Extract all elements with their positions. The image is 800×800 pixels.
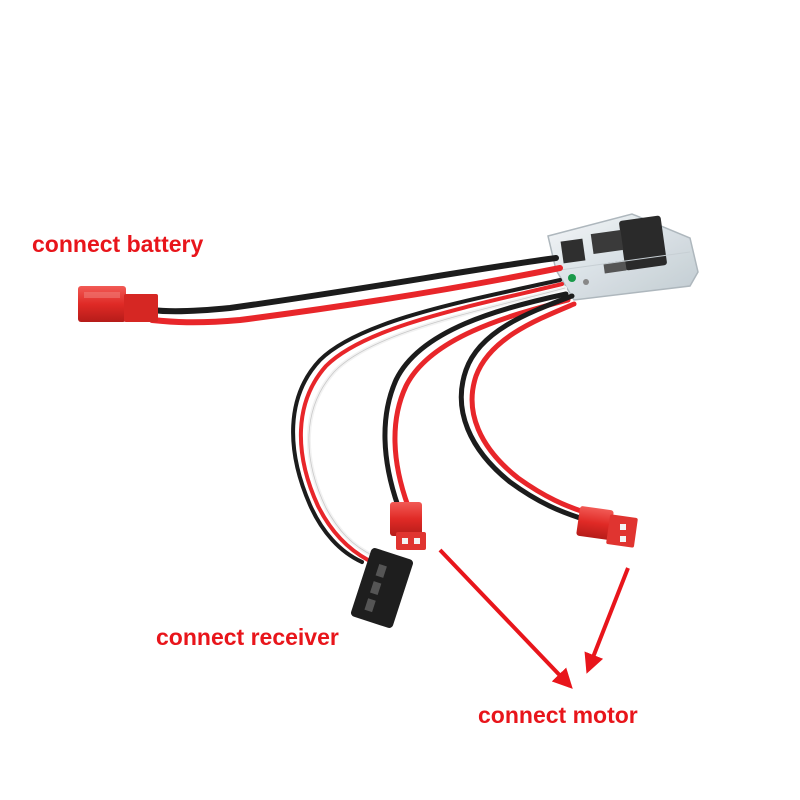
motor-lead-left [382, 291, 571, 509]
connect-motor-label: connect motor [478, 702, 638, 728]
motor-lead-right [458, 293, 587, 521]
battery-wires [149, 255, 563, 326]
arrow-left [438, 548, 573, 689]
arrow-right [584, 567, 630, 674]
battery-connector [78, 286, 158, 322]
motor-connector-right [576, 506, 638, 548]
receiver-connector [350, 548, 414, 628]
receiver-wires [291, 278, 567, 564]
connect-receiver-label: connect receiver [156, 624, 339, 650]
motor-connector-left [390, 502, 426, 550]
esc-board [547, 213, 699, 301]
motor-arrows [438, 548, 630, 689]
connect-battery-label: connect battery [32, 231, 204, 257]
